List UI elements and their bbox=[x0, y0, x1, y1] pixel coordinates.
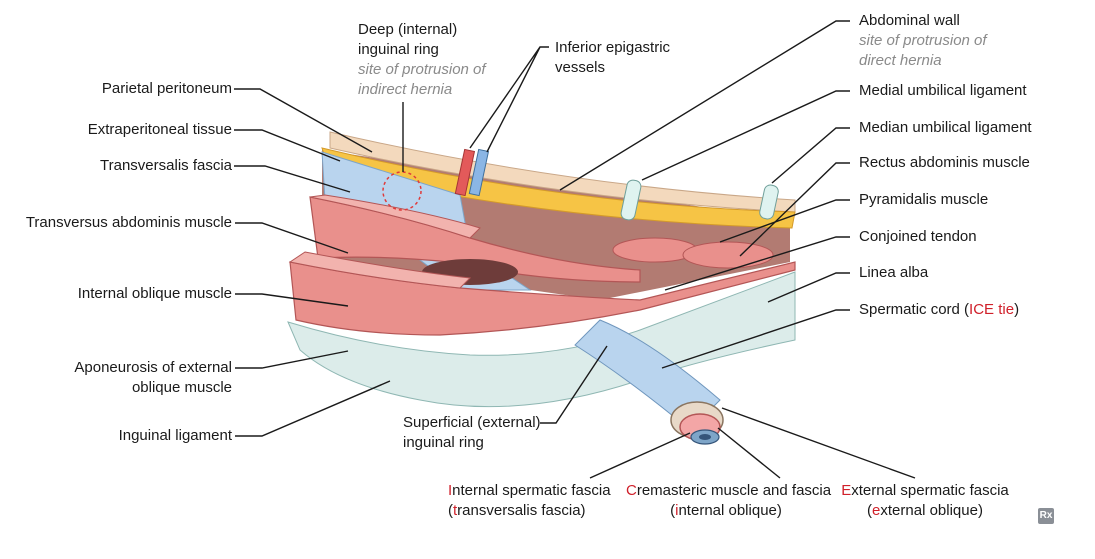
epigastric-artery bbox=[454, 148, 476, 197]
leader-extraperitoneal bbox=[234, 129, 341, 162]
leader-inguinal-ligament bbox=[235, 380, 391, 437]
transversus-muscle-top bbox=[309, 194, 481, 239]
label-transversus: Transversus abdominis muscle bbox=[25, 214, 232, 231]
leader-median-umbilical bbox=[771, 127, 850, 184]
cord-end-lumen bbox=[699, 434, 711, 440]
label-abdominal-wall: Abdominal wall site of protrusion of dir… bbox=[859, 12, 987, 69]
label-superficial-ring: Superficial (external) inguinal ring bbox=[403, 414, 541, 451]
external-oblique-aponeurosis bbox=[287, 271, 796, 408]
label-spermatic-cord: Spermatic cord (ICE tie) bbox=[859, 301, 1020, 318]
label-median-umbilical: Median umbilical ligament bbox=[859, 119, 1032, 136]
deep-ring-marker bbox=[382, 171, 422, 211]
label-conjoined: Conjoined tendon bbox=[859, 228, 977, 245]
leader-transversus bbox=[235, 222, 349, 254]
label-medial-umbilical: Medial umbilical ligament bbox=[859, 82, 1027, 99]
leader-linea-alba bbox=[767, 272, 850, 303]
label-internal-oblique: Internal oblique muscle bbox=[77, 285, 232, 302]
leader-aponeurosis bbox=[235, 350, 349, 369]
internal-oblique-top bbox=[288, 251, 472, 289]
leader-transversalis bbox=[234, 165, 351, 193]
rectus-muscle-right bbox=[682, 241, 774, 269]
leader-internal-spermatic bbox=[589, 432, 691, 479]
leader-abdominal-wall bbox=[559, 20, 850, 191]
leader-cremasteric bbox=[717, 427, 781, 479]
leader-parietal-peritoneum bbox=[234, 88, 373, 153]
label-cremasteric: Cremasteric muscle and fascia (internal … bbox=[626, 482, 832, 519]
label-pyramidalis: Pyramidalis muscle bbox=[859, 191, 989, 208]
label-deep-ring: Deep (internal) inguinal ring site of pr… bbox=[358, 21, 486, 98]
label-external-spermatic: External spermatic fascia (external obli… bbox=[841, 482, 1009, 519]
leader-external-spermatic bbox=[721, 407, 916, 479]
label-internal-spermatic: Internal spermatic fascia (transversalis… bbox=[448, 482, 611, 519]
leader-superficial-ring bbox=[540, 345, 608, 424]
label-rectus: Rectus abdominis muscle bbox=[859, 154, 1030, 171]
label-aponeurosis: Aponeurosis of external oblique muscle bbox=[74, 359, 232, 396]
medial-umbilical-ligament-shape bbox=[620, 179, 642, 221]
median-umbilical-ligament-shape bbox=[759, 184, 779, 220]
leader-conjoined bbox=[664, 236, 850, 291]
leader-internal-oblique bbox=[235, 293, 349, 307]
leader-rectus bbox=[739, 162, 850, 257]
epigastric-vein bbox=[468, 148, 490, 197]
leader-spermatic-cord bbox=[661, 309, 850, 369]
leader-pyramidalis bbox=[719, 199, 850, 243]
label-extraperitoneal: Extraperitoneal tissue bbox=[87, 121, 232, 138]
leader-medial-umbilical bbox=[641, 90, 850, 181]
label-parietal-peritoneum: Parietal peritoneum bbox=[101, 80, 232, 97]
logo-badge: Rx bbox=[1038, 508, 1054, 524]
leader-epigastric bbox=[469, 46, 549, 153]
label-inguinal-ligament: Inguinal ligament bbox=[118, 427, 232, 444]
label-linea-alba: Linea alba bbox=[859, 264, 929, 281]
label-epigastric-vessels: Inferior epigastric vessels bbox=[555, 39, 671, 76]
label-transversalis: Transversalis fascia bbox=[100, 157, 232, 174]
